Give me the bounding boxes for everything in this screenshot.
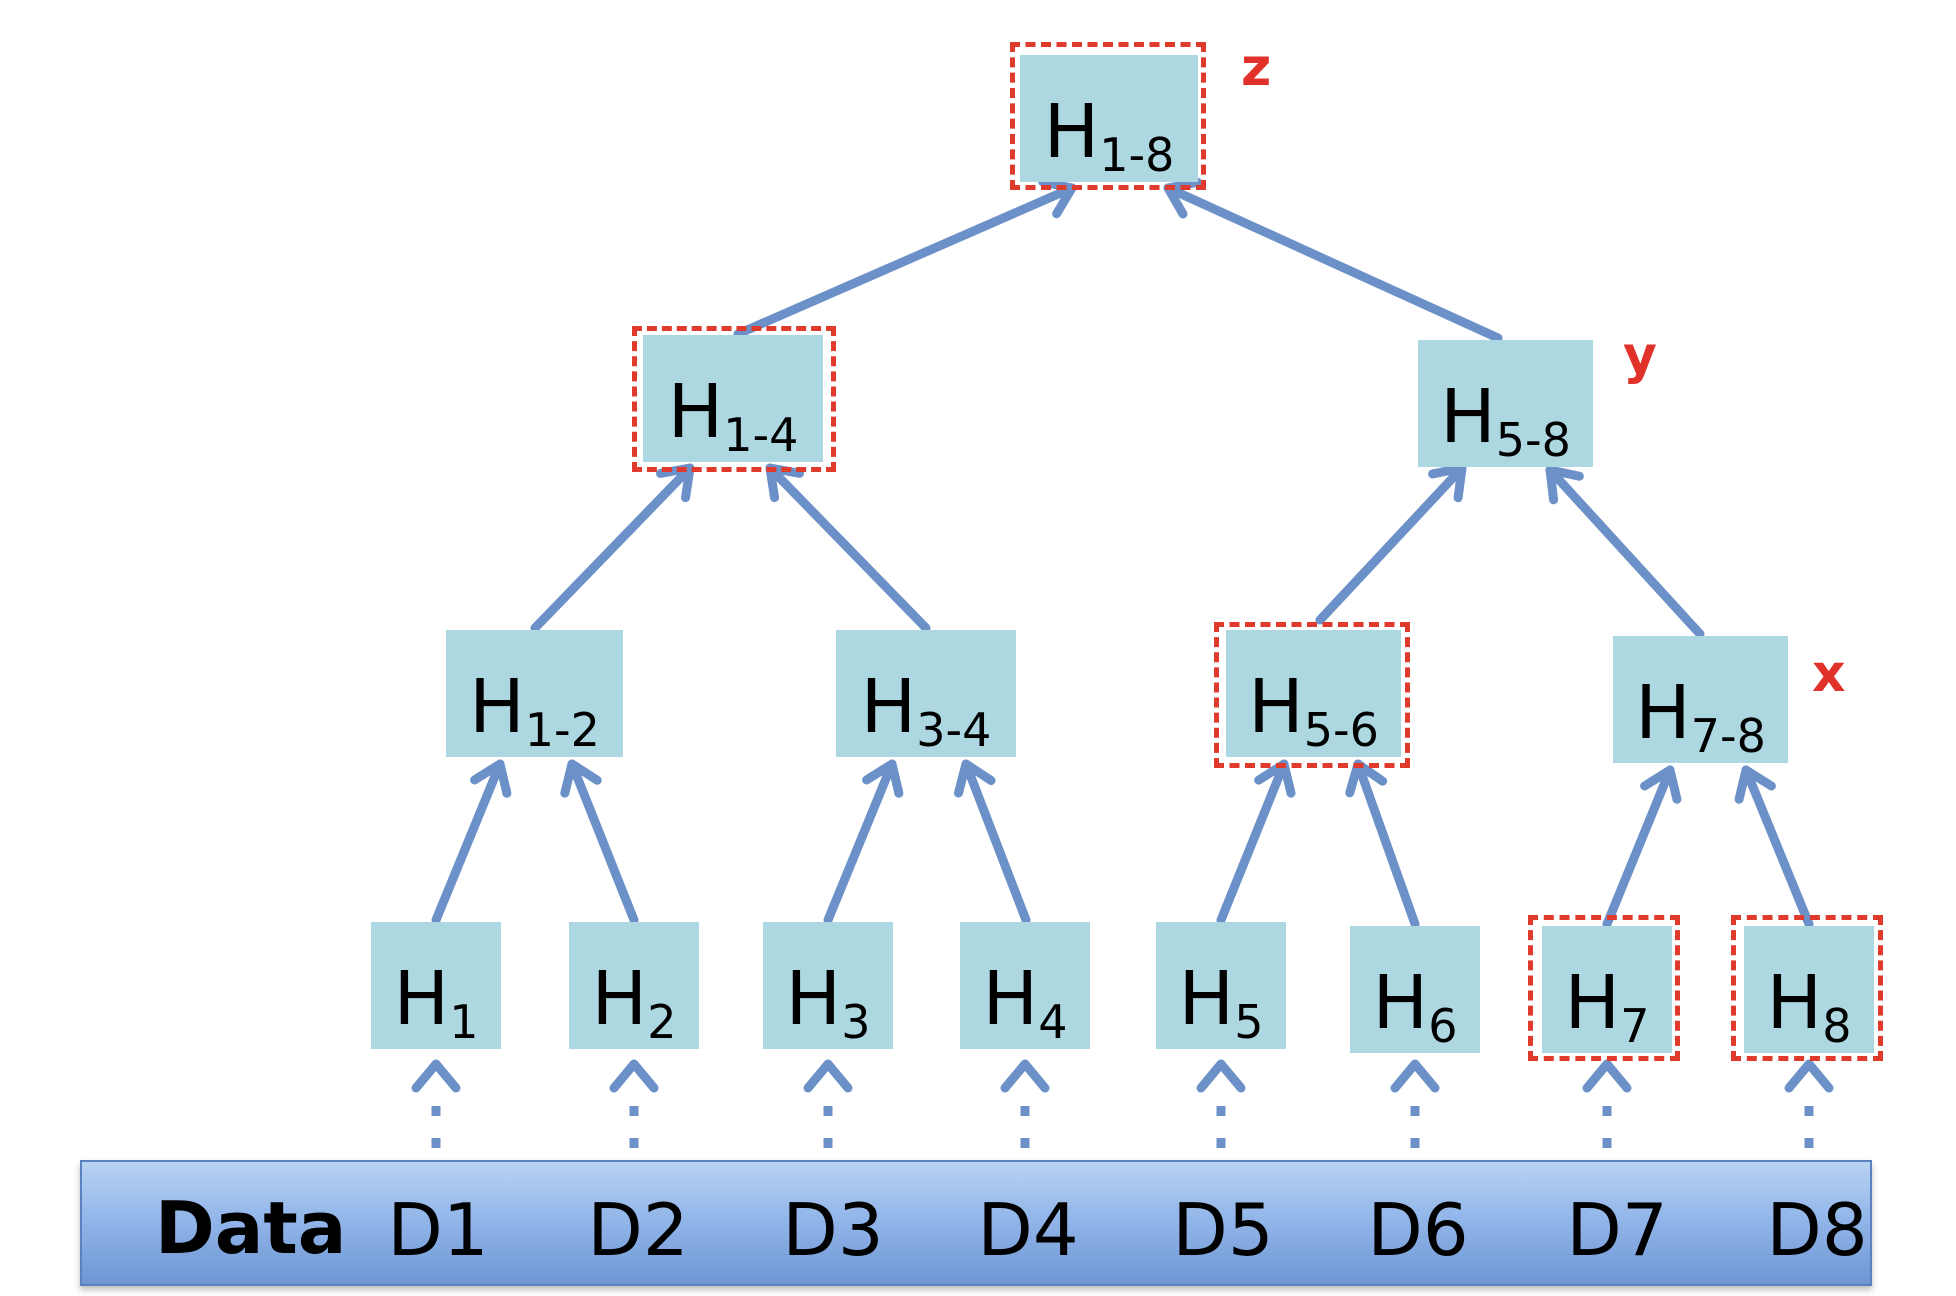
node-h1: H1	[371, 922, 501, 1049]
node-h4: H4	[960, 922, 1090, 1049]
edge-h1-to-h1-2	[431, 759, 512, 925]
tag-y: y	[1623, 326, 1657, 386]
highlight-box-h7	[1528, 915, 1680, 1061]
tag-x: x	[1812, 644, 1846, 704]
node-h8: H8	[1744, 926, 1874, 1053]
data-item-d3: D3	[782, 1188, 884, 1272]
node-h3: H3	[763, 922, 893, 1049]
data-item-d2: D2	[587, 1188, 689, 1272]
data-arrow-d8	[1784, 1059, 1834, 1180]
data-item-d1: D1	[387, 1188, 489, 1272]
data-bar	[80, 1160, 1872, 1286]
data-arrow-d7	[1582, 1059, 1632, 1180]
data-bar-title: Data	[155, 1186, 347, 1270]
edge-h1-4-to-h1-8	[733, 177, 1077, 339]
data-arrow-d5	[1196, 1059, 1246, 1180]
data-arrow-d6	[1390, 1059, 1440, 1180]
data-item-d7: D7	[1566, 1188, 1668, 1272]
node-h1-8: H1-8	[1020, 55, 1198, 182]
highlight-box-h8	[1731, 915, 1883, 1061]
edge-h3-4-to-h1-4	[765, 463, 931, 633]
node-h7-8: H7-8	[1613, 636, 1788, 763]
edge-h6-to-h5-6	[1345, 759, 1420, 929]
data-arrow-d4	[1000, 1059, 1050, 1180]
edge-h1-2-to-h1-4	[530, 463, 695, 633]
node-h1-4: H1-4	[643, 335, 823, 462]
data-item-d8: D8	[1766, 1188, 1868, 1272]
data-item-d5: D5	[1172, 1188, 1274, 1272]
node-h5-8: H5-8	[1418, 340, 1593, 467]
node-h1-2: H1-2	[446, 630, 623, 757]
node-h3-4: H3-4	[836, 630, 1016, 757]
highlight-box-h5-6	[1214, 622, 1410, 768]
data-item-d4: D4	[977, 1188, 1079, 1272]
node-h2: H2	[569, 922, 699, 1049]
tag-z: z	[1241, 38, 1272, 98]
node-h6: H6	[1350, 926, 1480, 1053]
node-h5: H5	[1156, 922, 1286, 1049]
data-arrow-d1	[411, 1059, 461, 1180]
edge-h5-to-h5-6	[1216, 759, 1296, 925]
edge-h3-to-h3-4	[823, 759, 904, 925]
edge-h8-to-h7-8	[1734, 765, 1814, 929]
data-arrow-d3	[803, 1059, 853, 1180]
edge-h5-6-to-h5-8	[1315, 463, 1467, 625]
edge-h4-to-h3-4	[953, 759, 1031, 925]
edge-h7-8-to-h5-8	[1545, 465, 1705, 639]
highlight-box-h1-8	[1010, 42, 1206, 190]
data-item-d6: D6	[1367, 1188, 1469, 1272]
highlight-box-h1-4	[632, 326, 836, 472]
data-arrow-d2	[609, 1059, 659, 1180]
edge-h7-to-h7-8	[1602, 765, 1682, 929]
edge-h5-8-to-h1-8	[1163, 177, 1503, 343]
edge-h2-to-h1-2	[560, 759, 639, 925]
node-h7: H7	[1542, 926, 1672, 1053]
node-h5-6: H5-6	[1226, 630, 1401, 757]
